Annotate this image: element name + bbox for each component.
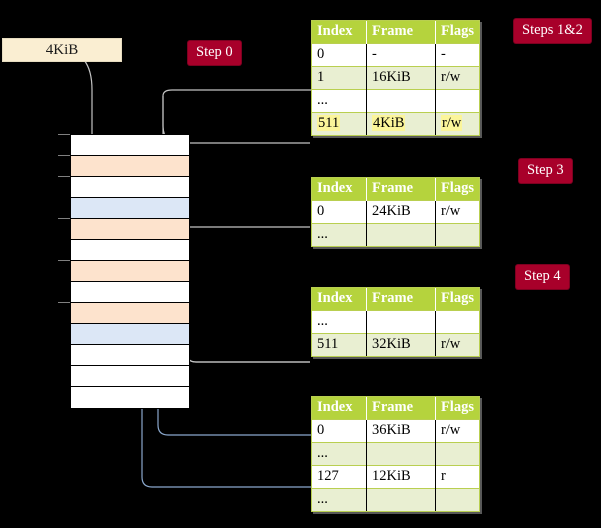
cell-frame: 24KiB — [366, 200, 436, 224]
column-header-frame: Frame — [366, 178, 436, 201]
cell-flags — [435, 442, 479, 466]
steps-1-2-badge: Steps 1&2 — [514, 19, 591, 43]
memory-frame-row — [71, 198, 189, 219]
table-row[interactable]: ... — [312, 223, 479, 246]
memory-frame-row — [71, 177, 189, 198]
cell-flags: r — [435, 465, 479, 489]
cell-frame: 4KiB — [366, 112, 436, 135]
table-row[interactable]: ... — [312, 89, 479, 113]
column-header-frame: Frame — [366, 397, 436, 420]
step-0-badge: Step 0 — [188, 41, 241, 65]
cell-frame — [366, 442, 436, 466]
cell-frame: 36KiB — [366, 419, 436, 443]
step-3-badge: Step 3 — [519, 159, 572, 183]
column-header-index: Index — [312, 397, 367, 420]
cell-frame — [366, 488, 436, 511]
table-row[interactable]: 0-- — [312, 43, 479, 67]
cell-flags: r/w — [435, 333, 479, 356]
memory-frame-row — [71, 156, 189, 177]
cell-frame — [366, 89, 436, 113]
cell-flags: r/w — [435, 200, 479, 224]
memory-frame-row — [71, 366, 189, 387]
cell-index: 0 — [312, 200, 367, 224]
cell-frame — [366, 310, 436, 334]
cell-flags — [435, 89, 479, 113]
column-header-frame: Frame — [366, 288, 436, 311]
link-level2-line — [178, 297, 310, 363]
memory-tick — [58, 176, 70, 177]
memory-frame-row — [71, 135, 189, 156]
cell-index: 0 — [312, 43, 367, 67]
cell-index: ... — [312, 442, 367, 466]
cell-flags — [435, 310, 479, 334]
cell-index: ... — [312, 89, 367, 113]
memory-tick — [58, 134, 70, 135]
column-header-index: Index — [312, 288, 367, 311]
column-header-flags: Flags — [435, 178, 479, 201]
column-header-flags: Flags — [435, 21, 479, 44]
memory-tick — [58, 260, 70, 261]
size-label-box: 4KiB — [2, 38, 122, 62]
table-row[interactable]: ... — [312, 488, 479, 511]
cell-flags — [435, 223, 479, 246]
cell-frame: 16KiB — [366, 66, 436, 90]
link-level2-to-memory — [178, 295, 310, 363]
memory-frame-row — [71, 387, 189, 408]
memory-frame-row — [71, 219, 189, 240]
cell-index: ... — [312, 488, 367, 511]
memory-frame-row — [71, 303, 189, 324]
memory-frame-row — [71, 240, 189, 261]
highlight-mark: r/w — [440, 115, 463, 131]
cell-index: ... — [312, 310, 367, 334]
cell-flags: r/w — [435, 66, 479, 90]
memory-frame-row — [71, 345, 189, 366]
highlight-mark: 511 — [317, 115, 341, 131]
cell-index: 127 — [312, 465, 367, 489]
cell-index: 0 — [312, 419, 367, 443]
cell-flags — [435, 488, 479, 511]
column-header-index: Index — [312, 21, 367, 44]
physical-memory-column — [70, 134, 190, 409]
memory-tick — [58, 302, 70, 303]
cell-flags: r/w — [435, 419, 479, 443]
column-header-flags: Flags — [435, 397, 479, 420]
memory-frame-row — [71, 324, 189, 345]
memory-frame-row — [71, 261, 189, 282]
memory-tick — [58, 155, 70, 156]
cell-flags: - — [435, 43, 479, 67]
table-row[interactable]: ... — [312, 442, 479, 466]
column-header-index: Index — [312, 178, 367, 201]
table-row[interactable]: 511 4KiB r/w — [312, 112, 479, 135]
cell-index: ... — [312, 223, 367, 246]
memory-frame-row — [71, 282, 189, 303]
cell-frame — [366, 223, 436, 246]
cell-frame: 32KiB — [366, 333, 436, 356]
cell-index: 1 — [312, 66, 367, 90]
memory-tick — [58, 218, 70, 219]
highlight-mark: 4KiB — [371, 115, 406, 131]
size-label-text: 4KiB — [45, 41, 79, 58]
cell-flags: r/w — [435, 112, 479, 135]
cell-index: 511 — [312, 333, 367, 356]
column-header-frame: Frame — [366, 21, 436, 44]
table-row[interactable]: ... — [312, 310, 479, 334]
column-header-flags: Flags — [435, 288, 479, 311]
cell-index: 511 — [312, 112, 367, 135]
step-4-badge: Step 4 — [516, 265, 569, 289]
cell-frame: 12KiB — [366, 465, 436, 489]
cell-frame: - — [366, 43, 436, 67]
